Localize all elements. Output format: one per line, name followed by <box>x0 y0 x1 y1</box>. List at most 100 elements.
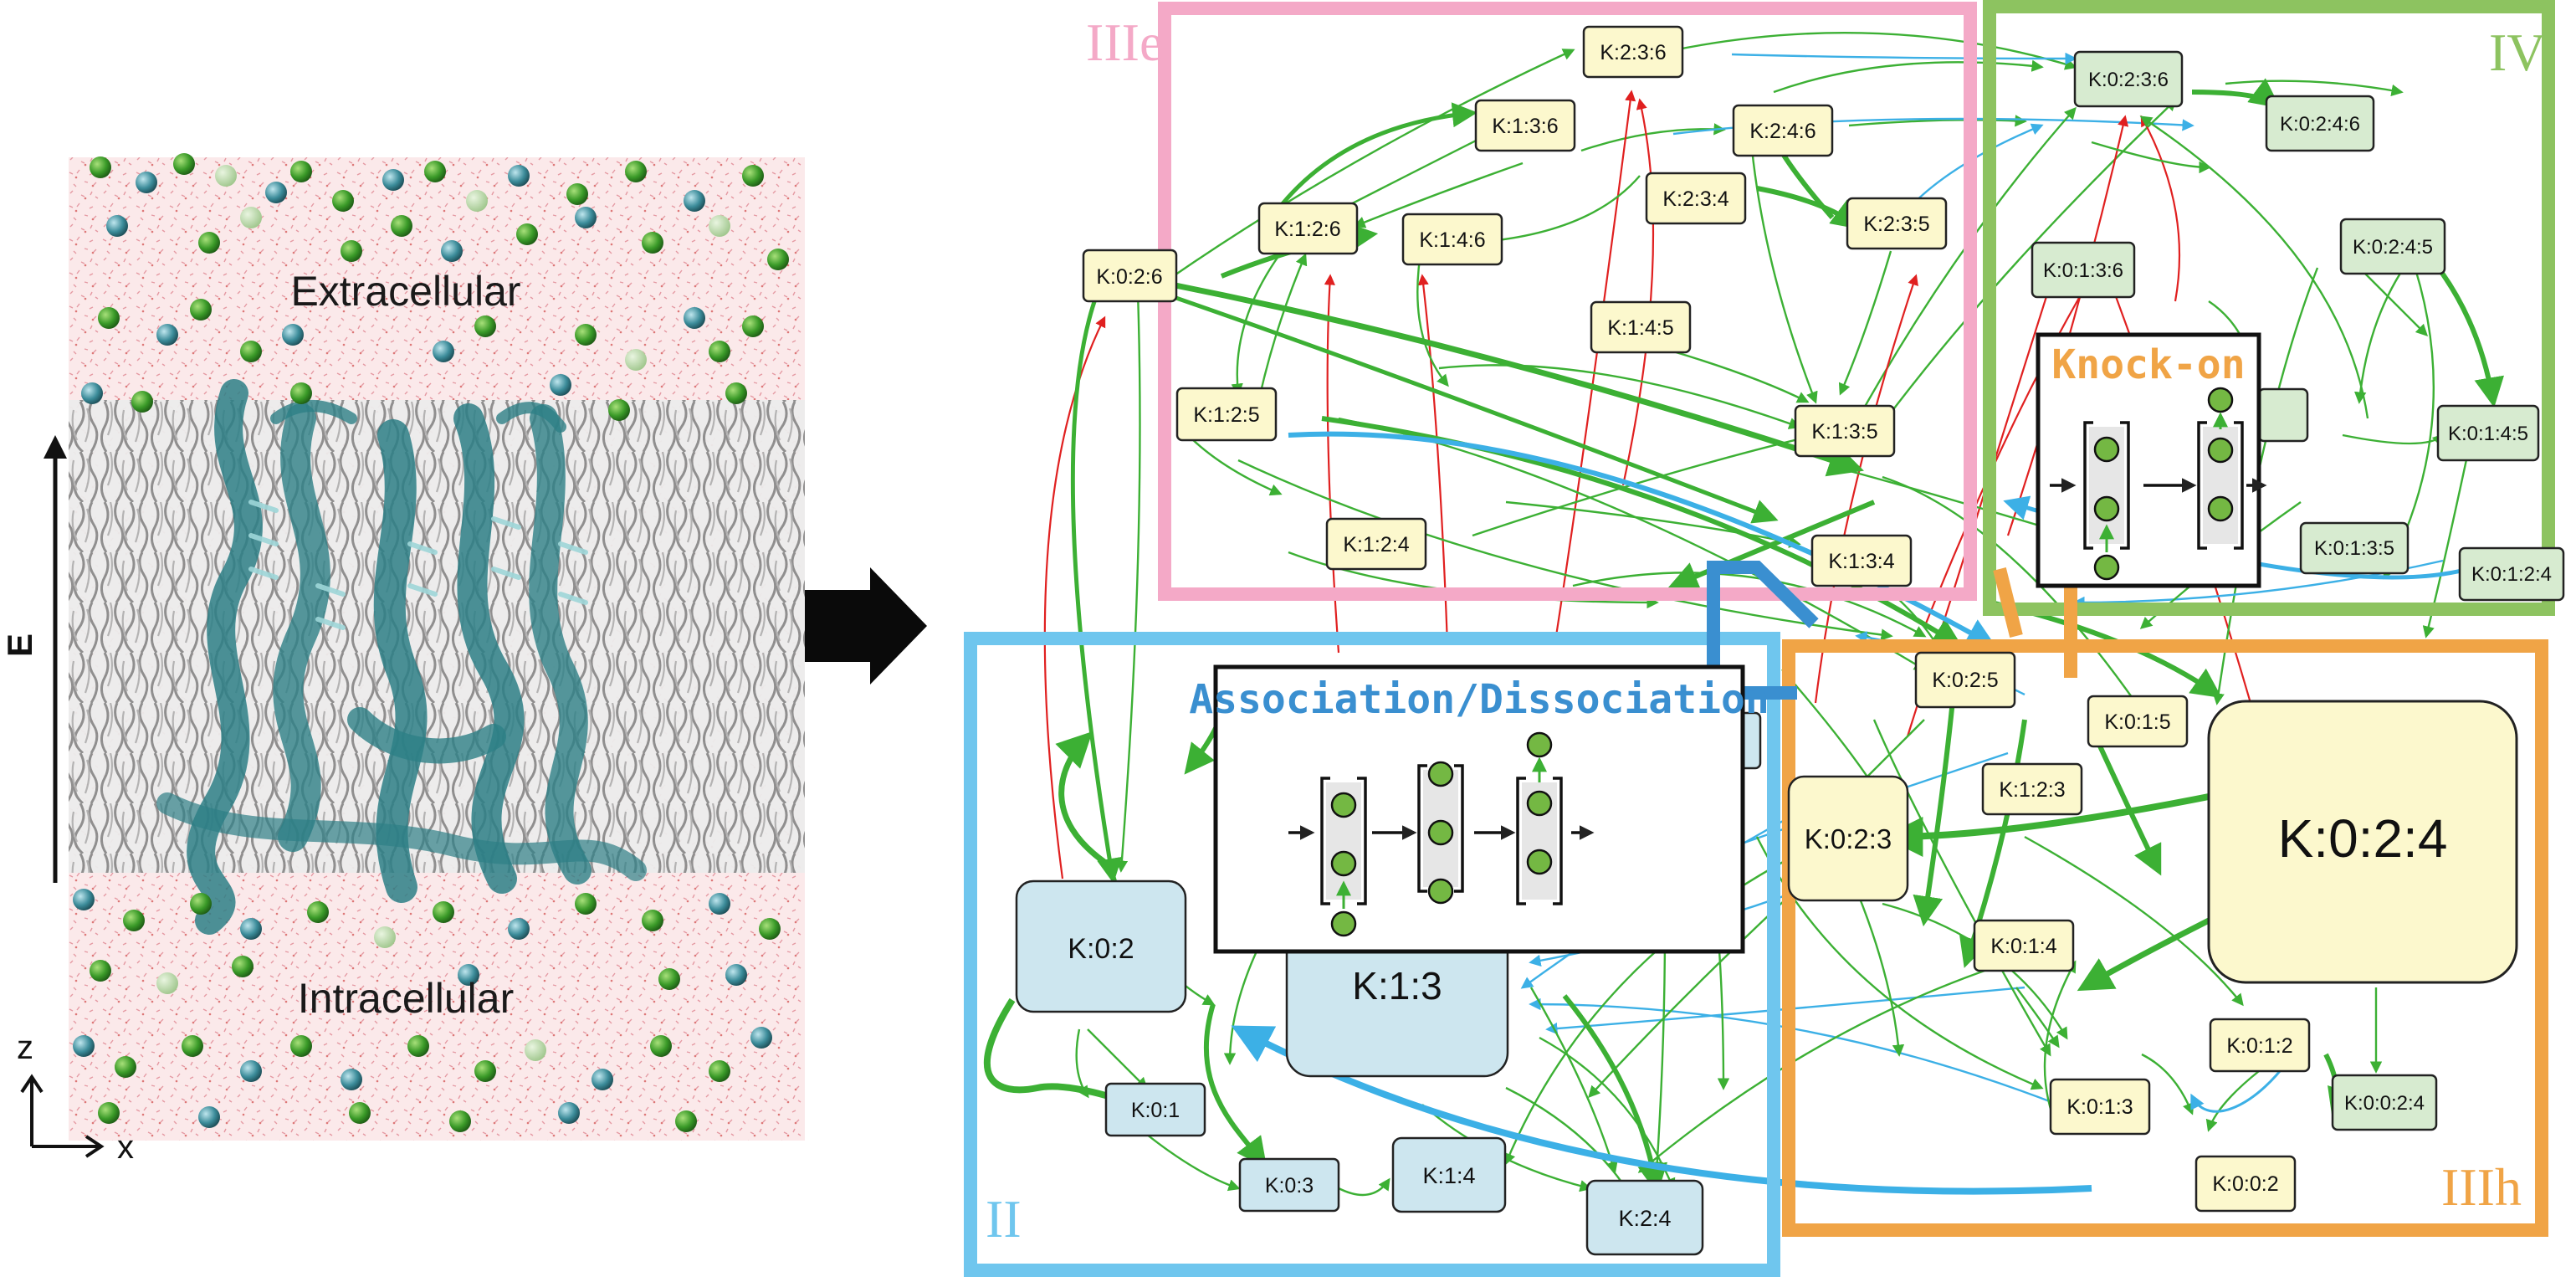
node-K1-4-5[interactable]: K:1:4:5 <box>1590 300 1692 354</box>
node-K2-3-5[interactable]: K:2:3:5 <box>1846 197 1948 250</box>
edge <box>2139 115 2369 419</box>
node-K0-1-4[interactable]: K:0:1:4 <box>1973 919 2075 972</box>
node-K1-2-3[interactable]: K:1:2:3 <box>1981 762 2083 816</box>
node-K2-4[interactable]: K:2:4 <box>1585 1179 1704 1256</box>
node-K0-1-3[interactable]: K:0:1:3 <box>2049 1078 2151 1136</box>
ion-channel-protein <box>156 379 647 935</box>
edge <box>1588 886 1800 1099</box>
edge <box>1055 731 1107 864</box>
node-label: K:0:0:2:4 <box>2344 1092 2425 1115</box>
intracellular-label: Intracellular <box>298 975 514 1022</box>
edge <box>1554 90 1636 637</box>
edge <box>1170 281 1864 477</box>
node-hidden-behind-knockon <box>2257 387 2309 443</box>
node-K2-3-6[interactable]: K:2:3:6 <box>1582 25 1684 79</box>
node-K1-3-5[interactable]: K:1:3:5 <box>1794 404 1896 458</box>
edge <box>2006 115 2129 536</box>
lipid-membrane <box>69 400 805 873</box>
edge <box>1923 274 2093 628</box>
node-K1-2-6[interactable]: K:1:2:6 <box>1257 202 1359 255</box>
node-K0-1-2[interactable]: K:0:1:2 <box>2209 1018 2311 1073</box>
node-K0-1[interactable]: K:0:1 <box>1104 1082 1206 1137</box>
node-label: K:0:2 <box>1068 933 1134 965</box>
edge <box>2225 79 2404 97</box>
node-K0-1-2-4[interactable]: K:0:1:2:4 <box>2458 546 2565 602</box>
node-K0-1-3-5[interactable]: K:0:1:3:5 <box>2299 521 2410 575</box>
edge <box>1847 106 2077 436</box>
knockon-title: Knock-on <box>2051 341 2245 388</box>
edge <box>1505 500 1801 548</box>
node-label: K:0:2:6 <box>1096 265 1162 289</box>
node-label: K:1:4:5 <box>1607 316 1673 340</box>
node-K1-2-5[interactable]: K:1:2:5 <box>1175 387 1278 442</box>
node-label: K:2:4:6 <box>1749 120 1815 143</box>
edge <box>2141 1053 2194 1115</box>
node-K1-3-4[interactable]: K:1:3:4 <box>1810 534 1913 587</box>
edge <box>1838 250 1892 396</box>
knockon-schematic <box>2050 421 2267 550</box>
axis-x-label: x <box>117 1129 134 1166</box>
node-label: K:0:2:4 <box>2278 808 2448 869</box>
region-II-box <box>964 632 1780 1277</box>
ion-icon <box>1427 878 1454 905</box>
node-label: K:0:1:4 <box>1990 935 2056 958</box>
node-K2-3-4[interactable]: K:2:3:4 <box>1645 172 1747 225</box>
node-label: K:2:3:5 <box>1863 213 1929 236</box>
node-label: K:0:1:5 <box>2104 710 2170 734</box>
region-IV-label: IV <box>2489 23 2546 82</box>
node-K0-2-4-5[interactable]: K:0:2:4:5 <box>2339 218 2446 275</box>
md-simulation-panel: Extracellular Intracellular E z x <box>0 153 805 1166</box>
node-K0-1-3-6[interactable]: K:0:1:3:6 <box>2031 241 2136 299</box>
ion-icon <box>2207 495 2234 522</box>
node-K0-1-4-5[interactable]: K:0:1:4:5 <box>2436 404 2540 462</box>
node-K0-2[interactable]: K:0:2 <box>1015 879 1187 1013</box>
node-K0-0-2[interactable]: K:0:0:2 <box>2194 1155 2297 1213</box>
edge <box>2353 259 2410 404</box>
assoc-box <box>1213 664 1745 954</box>
node-K0-2-4-6[interactable]: K:0:2:4:6 <box>2265 95 2375 152</box>
node-label: K:1:2:4 <box>1343 533 1409 556</box>
network-edges-major <box>984 78 2505 1195</box>
edge <box>1672 350 1810 403</box>
edge <box>1873 99 2178 436</box>
node-K0-1-5[interactable]: K:0:1:5 <box>2087 695 2189 748</box>
node-K0-0-2-4[interactable]: K:0:0:2:4 <box>2331 1074 2438 1131</box>
node-label: K:1:2:3 <box>1999 778 2065 802</box>
node-K0-2-6[interactable]: K:0:2:6 <box>1082 249 1178 303</box>
node-label: K:1:2:5 <box>1193 403 1259 427</box>
node-K2-4-6[interactable]: K:2:4:6 <box>1732 104 1834 157</box>
region-IV-box <box>1983 0 2555 616</box>
nodes-IIIh: K:0:2:5 K:0:1:5 K:1:2:3 K:0:2:3 K:0:2:4 … <box>1787 651 2518 1213</box>
ion-icon <box>2093 436 2120 463</box>
node-K0-2-3-6[interactable]: K:0:2:3:6 <box>2073 50 2184 108</box>
ion-icon <box>1526 790 1553 817</box>
edge <box>1755 836 2044 1090</box>
node-K0-2-4[interactable]: K:0:2:4 <box>2207 700 2518 984</box>
electric-field-label: E <box>0 633 39 657</box>
edge <box>2140 115 2181 302</box>
node-K1-4[interactable]: K:1:4 <box>1391 1136 1507 1213</box>
assoc-schematic <box>1288 764 1595 905</box>
node-K1-2-4[interactable]: K:1:2:4 <box>1325 517 1427 571</box>
electric-field-arrowhead <box>44 435 67 459</box>
edge <box>1756 186 1862 230</box>
edge <box>1231 242 1289 396</box>
ion-icon <box>1330 850 1357 877</box>
edge <box>2024 835 2244 1007</box>
edge <box>2089 726 2162 876</box>
node-label: K:1:2:6 <box>1274 218 1340 241</box>
node-K0-3[interactable]: K:0:3 <box>1238 1157 1340 1213</box>
node-K1-4-6[interactable]: K:1:4:6 <box>1401 213 1503 266</box>
node-K0-2-5[interactable]: K:0:2:5 <box>1914 651 2016 709</box>
edge <box>1203 1003 1268 1168</box>
edge <box>2191 78 2281 109</box>
assoc-title: Association/Dissociation <box>1189 676 1769 723</box>
nodes-IIIe: K:0:2:6 K:1:2:6 K:1:3:6 K:2:3:6 K:2:4:6 … <box>1082 25 1948 587</box>
node-label: K:0:1:3:6 <box>2043 259 2123 282</box>
node-K0-2-3[interactable]: K:0:2:3 <box>1787 775 1909 902</box>
node-label: K:0:2:3:6 <box>2088 69 2169 91</box>
node-K1-3-6[interactable]: K:1:3:6 <box>1474 99 1576 152</box>
edge <box>1338 1177 1390 1197</box>
edge <box>1848 115 2027 127</box>
